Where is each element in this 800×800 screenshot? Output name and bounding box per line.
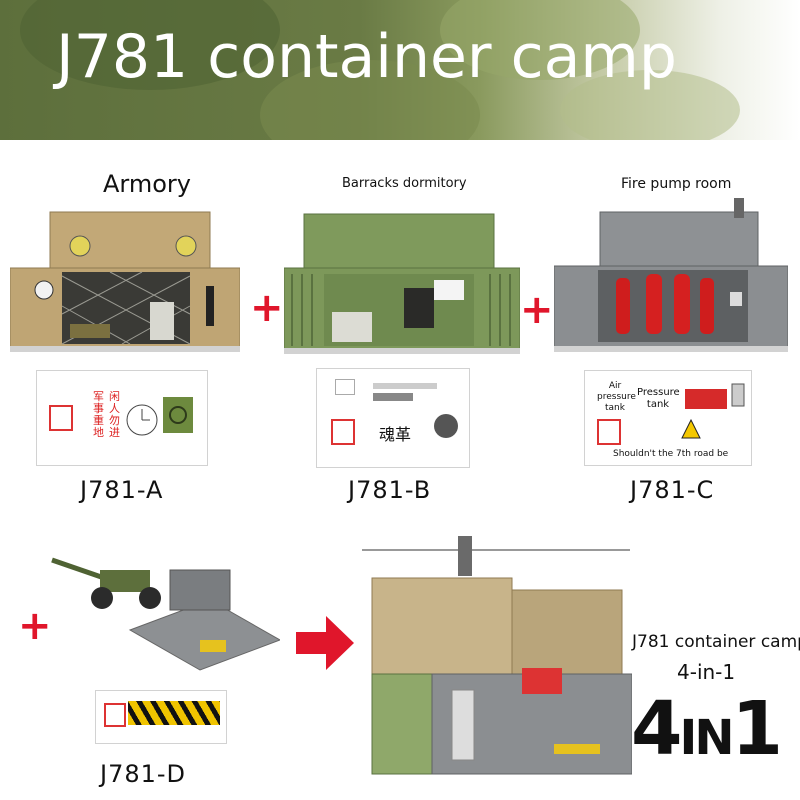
sticker-text: 军事重地 bbox=[93, 390, 104, 439]
sticker-text: 魂革 bbox=[379, 425, 412, 444]
sticker-sheet-b: 魂革 bbox=[316, 368, 470, 468]
plus-sign: + bbox=[520, 287, 554, 333]
brand-logo bbox=[104, 703, 126, 727]
warning-triangle-icon bbox=[681, 419, 701, 439]
combined-subtitle: 4-in-1 bbox=[677, 660, 736, 684]
sticker-strip bbox=[373, 383, 437, 389]
sticker-sheet-c: Air pressure tank Pressure tank Shouldn'… bbox=[584, 370, 752, 466]
module-c-code: J781-C bbox=[630, 476, 715, 504]
module-a-code: J781-A bbox=[80, 476, 164, 504]
4in1-badge: 4IN1 bbox=[631, 686, 783, 772]
combined-title: J781 container camp bbox=[632, 632, 800, 652]
badge-number: 4 bbox=[631, 686, 682, 772]
title-banner: J781 container camp bbox=[0, 0, 800, 140]
fire-pump-container-image bbox=[554, 198, 788, 352]
sticker-strip bbox=[373, 393, 413, 401]
brand-logo bbox=[331, 419, 355, 445]
module-b-name: Barracks dormitory bbox=[342, 176, 467, 191]
plus-sign: + bbox=[250, 285, 284, 331]
barracks-container-image bbox=[284, 213, 520, 354]
brand-logo bbox=[49, 405, 73, 431]
sticker-pressure-label: Pressure tank bbox=[637, 387, 680, 410]
combined-camp-image bbox=[362, 536, 632, 775]
sticker-road-label: Shouldn't the 7th road be bbox=[613, 449, 729, 459]
armory-container-image bbox=[10, 211, 240, 352]
clock-icon bbox=[126, 404, 158, 436]
badge-number: 1 bbox=[731, 686, 783, 772]
arrow-right-icon bbox=[296, 616, 354, 670]
badge-text: IN bbox=[679, 710, 735, 766]
sticker-sheet-a: 军事重地 闲人勿进 bbox=[36, 370, 208, 466]
sticker-sheet-d bbox=[95, 690, 227, 744]
vent-icon bbox=[434, 414, 458, 438]
page-title: J781 container camp bbox=[56, 22, 677, 92]
sticker-text: 闲人勿进 bbox=[109, 390, 120, 439]
target-icon bbox=[163, 397, 193, 433]
module-c-name: Fire pump room bbox=[621, 176, 732, 192]
plus-sign: + bbox=[18, 603, 52, 649]
camouflage-blot bbox=[440, 0, 640, 80]
module-b-code: J781-B bbox=[348, 476, 432, 504]
sticker-air-label: Air pressure tank bbox=[597, 381, 636, 413]
artillery-base-image bbox=[51, 557, 280, 671]
camouflage-blot bbox=[560, 70, 740, 140]
brand-logo bbox=[597, 419, 621, 445]
hazard-stripe-sticker bbox=[128, 701, 220, 725]
module-d-code: J781-D bbox=[100, 760, 187, 788]
electrical-box-icon bbox=[731, 383, 745, 407]
camouflage-blot bbox=[260, 60, 480, 140]
module-a-name: Armory bbox=[103, 170, 191, 198]
sticker-red-plate bbox=[685, 389, 727, 409]
snowflake-icon bbox=[335, 379, 355, 395]
